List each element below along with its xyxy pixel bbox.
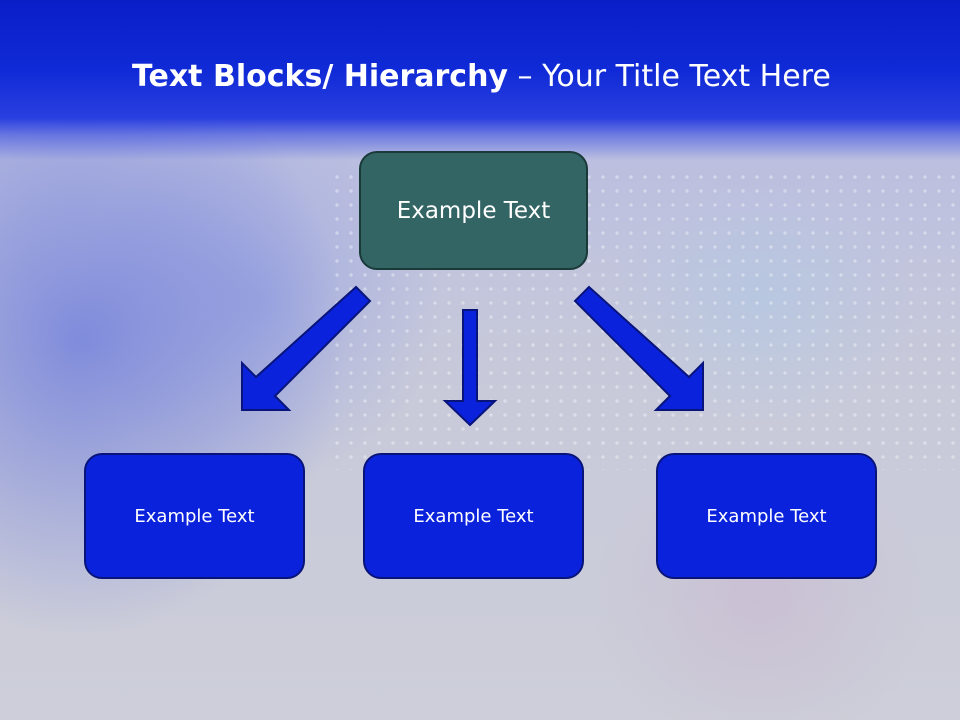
- title-rest: Your Title Text Here: [542, 59, 831, 94]
- top-text-block-label: Example Text: [396, 197, 551, 224]
- title-dash: –: [507, 59, 543, 94]
- child-text-block-label: Example Text: [413, 505, 534, 527]
- slide-title: Text Blocks/ Hierarchy – Your Title Text…: [132, 52, 932, 102]
- child-text-block-middle: Example Text: [363, 453, 584, 579]
- child-text-block-label: Example Text: [134, 505, 255, 527]
- child-text-block-right: Example Text: [656, 453, 877, 579]
- top-text-block: Example Text: [359, 151, 588, 270]
- title-bold-part: Text Blocks/ Hierarchy: [132, 59, 508, 94]
- child-text-block-label: Example Text: [706, 505, 827, 527]
- title-band: [0, 0, 960, 160]
- child-text-block-left: Example Text: [84, 453, 305, 579]
